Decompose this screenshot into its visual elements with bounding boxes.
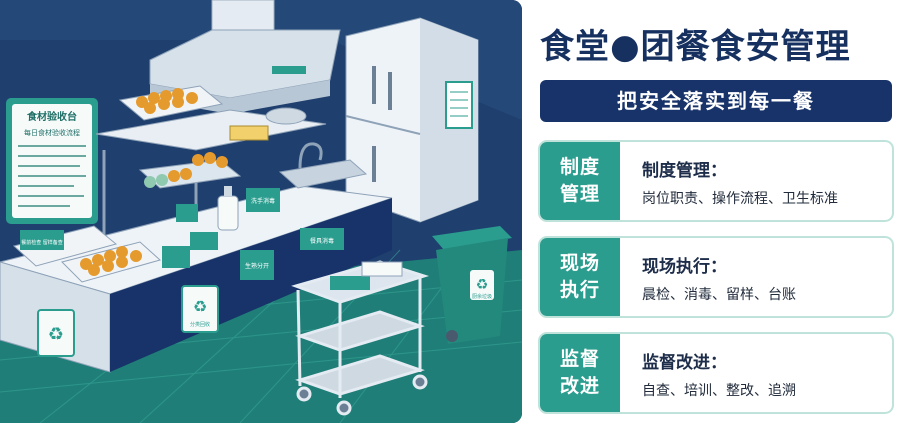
badge-line2: 管理 [559, 183, 600, 205]
board-title: 食材验收台 [26, 110, 77, 123]
refrigerator [345, 17, 479, 223]
recycle-sign: 分类回收 [190, 321, 210, 328]
svg-text:♻: ♻ [193, 297, 207, 316]
badge-line1: 现场 [559, 252, 600, 274]
board-subtitle: 每日食材验收流程 [24, 128, 80, 137]
cart-sign: 餐具消毒 [310, 237, 334, 245]
kitchen-scene: 食材验收台 每日食材验收流程 [0, 0, 522, 423]
bin-label: 厨余垃圾 [472, 293, 492, 300]
card-supervision-improvement: 监督改进 监督改进： 自查、培训、整改、追溯 [538, 332, 894, 414]
badge-line2: 改进 [559, 375, 600, 397]
food-trays: 餐前检查 留样备查 [12, 225, 162, 283]
badge-line2: 执行 [559, 279, 600, 301]
badge-line1: 制度 [559, 156, 600, 178]
card-detail: 岗位职责、操作流程、卫生标准 [642, 191, 838, 207]
card-heading: 监督改进： [642, 353, 727, 373]
info-panel: 食堂●团餐食安管理 把安全落实到每一餐 制度管理 制度管理： 岗位职责、操作流程… [522, 0, 903, 423]
card-badge: 制度管理 [540, 142, 620, 220]
badge-line1: 监督 [559, 348, 600, 370]
card-heading: 现场执行： [642, 257, 727, 277]
inspection-board: 食材验收台 每日食材验收流程 [6, 98, 98, 224]
svg-text:♻: ♻ [48, 324, 64, 345]
upper-shelf [95, 85, 327, 262]
tray-sign: 餐前检查 留样备查 [21, 239, 63, 246]
card-onsite-execution: 现场执行 现场执行： 晨检、消毒、留样、台账 [538, 236, 894, 318]
exhaust-hood [149, 0, 341, 114]
svg-text:♻: ♻ [476, 277, 489, 293]
card-badge: 监督改进 [540, 334, 620, 412]
card-detail: 自查、培训、整改、追溯 [642, 383, 796, 399]
trash-bin: ♻ 厨余垃圾 [432, 226, 512, 344]
sanitizer-sign: 洗手消毒 [251, 197, 275, 205]
card-badge: 现场执行 [540, 238, 620, 316]
card-detail: 晨检、消毒、留样、台账 [642, 287, 796, 303]
card-system-management: 制度管理 制度管理： 岗位职责、操作流程、卫生标准 [538, 140, 894, 222]
cabinet-sign: 生熟分开 [245, 262, 269, 270]
subtitle-banner: 把安全落实到每一餐 [540, 80, 892, 122]
page-title: 食堂●团餐食安管理 [540, 27, 851, 67]
kitchen-illustration: 食材验收台 每日食材验收流程 [0, 0, 522, 423]
card-heading: 制度管理： [642, 161, 727, 181]
